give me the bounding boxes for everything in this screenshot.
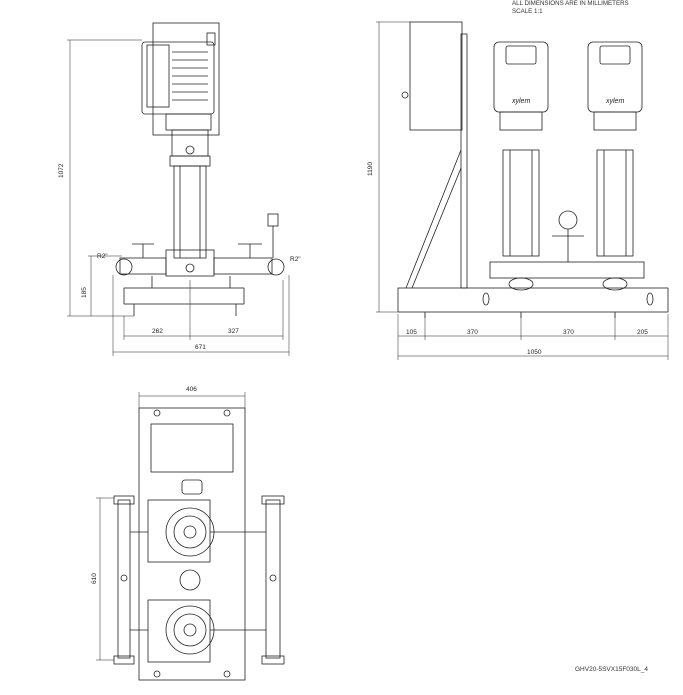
motor-adapter — [165, 113, 212, 131]
dim-width-right: 327 — [228, 328, 239, 335]
top-pump1-motor — [165, 507, 215, 557]
discharge-valve — [267, 258, 285, 276]
dim-spacing-4: 205 — [637, 329, 648, 336]
side-view — [67, 22, 290, 356]
front-base — [397, 287, 669, 313]
drawing-code: GHV20-5SVX15F030L_4 — [575, 666, 648, 673]
dim-front-height: 1190 — [367, 162, 374, 176]
brand-logo-2: xylem — [605, 98, 624, 105]
top-base-plate — [138, 407, 246, 681]
dim-height-total: 1072 — [58, 163, 65, 178]
base-frame — [123, 287, 245, 305]
pump2-column — [596, 149, 634, 257]
dim-top-depth: 610 — [91, 573, 98, 584]
drain-plug — [185, 263, 195, 273]
side-dimensions — [67, 39, 290, 356]
top-view — [96, 392, 285, 681]
top-suction-manifold — [117, 499, 131, 659]
top-dimensions — [96, 392, 246, 661]
top-cable-box — [181, 479, 203, 495]
pressure-gauge — [558, 210, 578, 230]
dimension-note: ALL DIMENSIONS ARE IN MILLIMETERS SCALE … — [512, 0, 629, 15]
cabinet-lock — [401, 91, 409, 99]
control-panel — [152, 22, 220, 136]
stand-brace — [405, 149, 462, 289]
units-note: ALL DIMENSIONS ARE IN MILLIMETERS — [512, 0, 629, 7]
dim-width-left: 262 — [152, 328, 163, 335]
top-pump2-motor — [165, 605, 215, 655]
top-pump1-housing — [147, 499, 211, 563]
port-label-right: R2" — [290, 256, 301, 263]
control-cabinet — [409, 21, 463, 131]
pump-column — [173, 165, 207, 259]
port-label-left: R2" — [97, 253, 108, 260]
dim-length-total: 1050 — [527, 349, 542, 356]
motor-cover — [146, 44, 170, 108]
pump-head — [169, 155, 211, 167]
pump1-display — [505, 45, 537, 65]
coupling-bolt — [185, 145, 195, 155]
top-control-panel — [150, 423, 234, 473]
brand-logo-1: xylem — [511, 98, 530, 105]
motor-fins — [172, 51, 208, 101]
dim-width-total: 671 — [195, 344, 206, 351]
top-pump2-housing — [147, 599, 211, 663]
dim-spacing-1: 105 — [406, 329, 417, 336]
dim-top-width: 406 — [186, 386, 197, 393]
front-manifold — [489, 261, 645, 279]
front-view — [376, 21, 669, 360]
front-dimensions — [376, 21, 669, 360]
dim-spacing-2: 370 — [467, 329, 478, 336]
pump1-column — [502, 149, 540, 257]
discharge-manifold — [213, 257, 273, 275]
cable-gland — [206, 32, 216, 46]
dim-height-base: 185 — [81, 287, 88, 298]
pump1-foot — [508, 277, 534, 291]
pump1-adapter — [499, 111, 543, 131]
suction-valve — [115, 258, 133, 276]
coupling — [171, 129, 209, 157]
pump2-foot — [602, 277, 628, 291]
top-discharge-manifold — [265, 499, 281, 659]
pressure-switch — [267, 213, 279, 227]
suction-manifold — [119, 257, 167, 275]
dim-spacing-3: 370 — [563, 329, 574, 336]
top-gauge — [179, 569, 201, 591]
pump2-display — [599, 45, 631, 65]
pump2-adapter — [593, 111, 637, 131]
scale-note: SCALE 1:1 — [512, 7, 543, 15]
